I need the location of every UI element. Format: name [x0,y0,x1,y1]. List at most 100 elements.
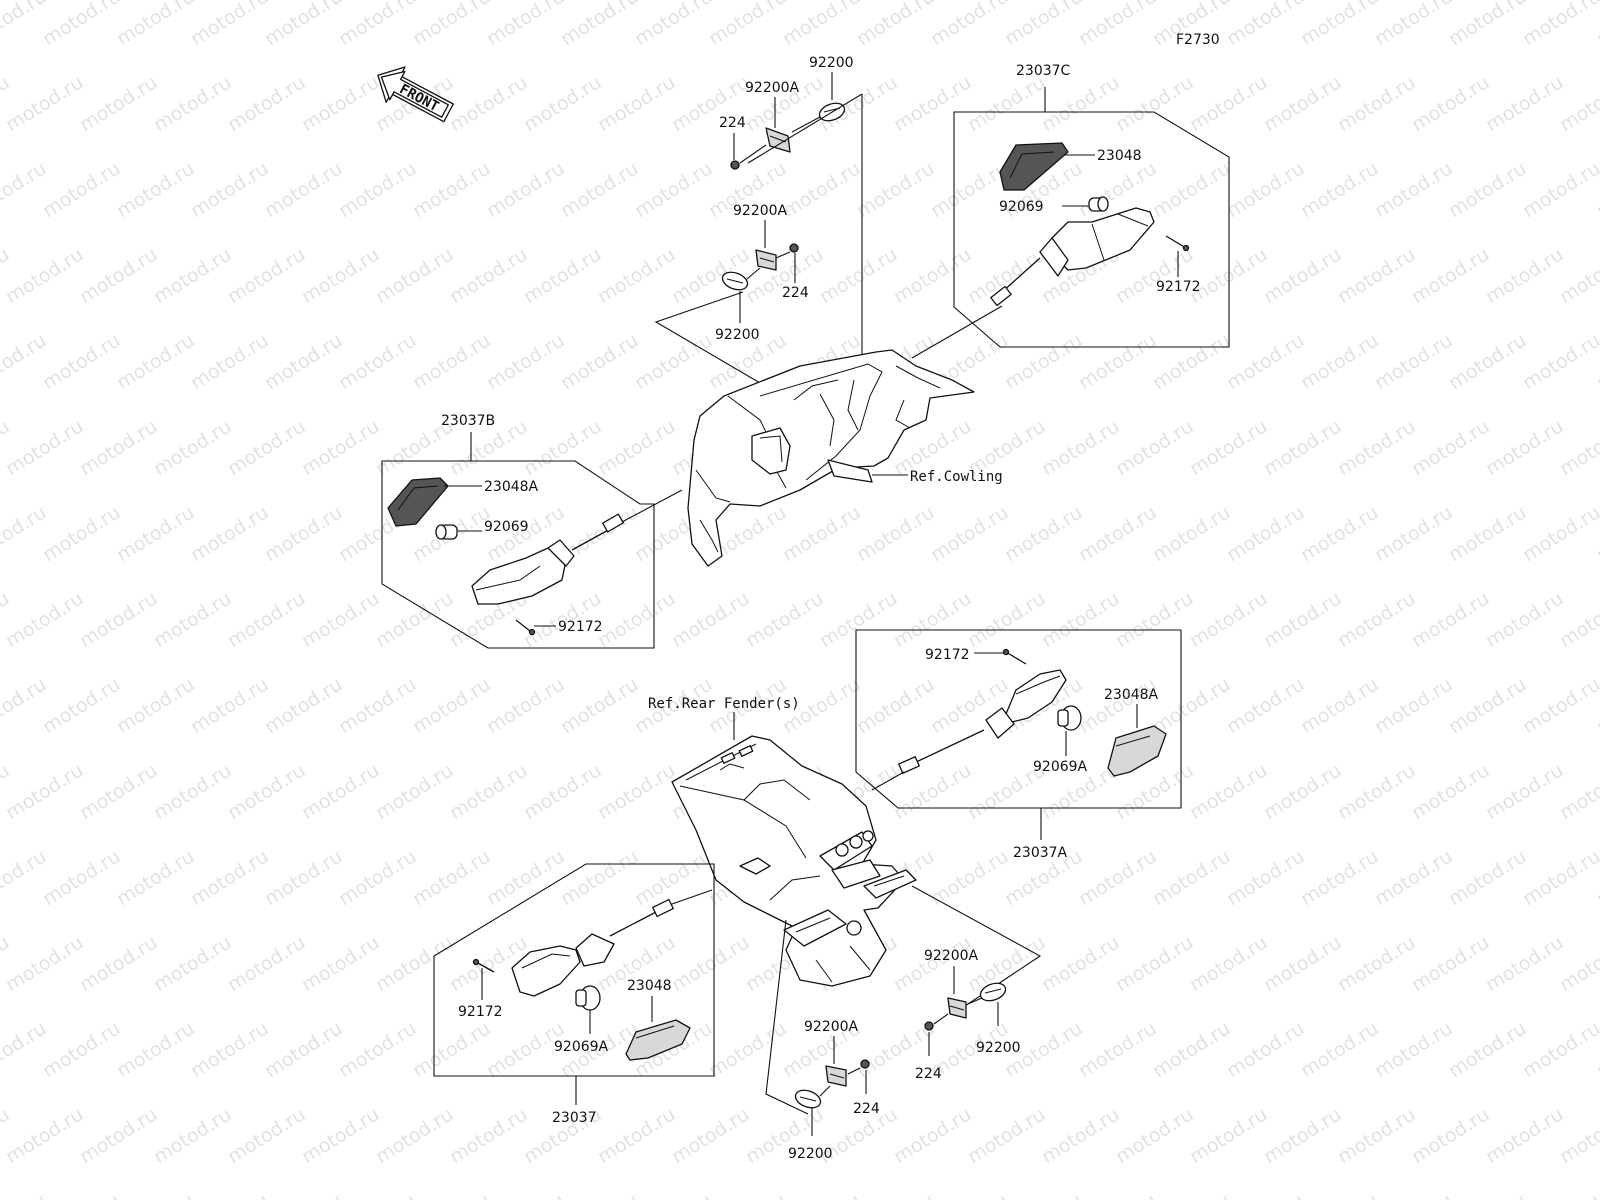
part-label-screw[interactable]: 92172 [558,619,603,635]
watermark-text: motod.ru [1260,243,1346,308]
nut-part[interactable] [924,1021,934,1031]
watermark-text: motod.ru [1408,931,1494,996]
part-label-assembly[interactable]: 23037A [1013,845,1068,861]
watermark-text: motod.ru [1038,931,1124,996]
watermark-text: motod.ru [372,759,458,824]
part-label-lens[interactable]: 23048 [1097,148,1142,164]
part-label-assembly[interactable]: 23037C [1016,63,1071,79]
part-label-grommet[interactable]: 92200 [809,55,854,71]
clip-part[interactable] [825,1065,847,1087]
watermark-text: motod.ru [1482,587,1568,652]
watermark-text: motod.ru [224,587,310,652]
watermark-text: motod.ru [335,0,421,50]
grommet-part[interactable] [793,1087,823,1111]
watermark-text: motod.ru [2,587,88,652]
part-label-nut[interactable]: 224 [915,1066,942,1082]
watermark-text: motod.ru [1149,1189,1235,1200]
watermark-text: motod.ru [1186,71,1272,136]
watermark-text: motod.ru [1297,1017,1383,1082]
bulb-part[interactable] [1057,705,1082,731]
watermark-text: motod.ru [76,931,162,996]
watermark-text: motod.ru [631,1189,717,1200]
part-label-lens[interactable]: 23048A [1104,687,1159,703]
nut-part[interactable] [730,160,740,170]
screw-part[interactable] [1165,235,1190,252]
part-label-bulb[interactable]: 92069A [554,1039,609,1055]
watermark-text: motod.ru [150,759,236,824]
watermark-text: motod.ru [113,845,199,910]
part-label-clip[interactable]: 92200A [804,1019,859,1035]
watermark-text: motod.ru [631,845,717,910]
clip-part[interactable] [947,997,967,1019]
watermark-text: motod.ru [2,931,88,996]
watermark-text: motod.ru [1001,501,1087,566]
watermark-text: motod.ru [1149,501,1235,566]
signal-housing[interactable] [511,898,674,997]
bulb-part[interactable] [1088,196,1109,212]
watermark-text: motod.ru [1186,759,1272,824]
watermark-text: motod.ru [1556,1103,1600,1168]
part-label-lens[interactable]: 23048A [484,479,539,495]
screw-part[interactable] [472,958,495,973]
watermark-text: motod.ru [631,157,717,222]
watermark-text: motod.ru [1482,931,1568,996]
part-label-screw[interactable]: 92172 [458,1004,503,1020]
part-label-grommet[interactable]: 92200 [976,1040,1021,1056]
watermark-text: motod.ru [2,71,88,136]
lens-part[interactable] [999,142,1069,191]
signal-housing[interactable] [990,207,1155,307]
grommet-part[interactable] [978,980,1008,1004]
part-label-clip[interactable]: 92200A [745,80,800,96]
bulb-part[interactable] [435,524,458,540]
part-label-assembly[interactable]: 23037 [552,1110,597,1126]
watermark-text: motod.ru [705,1189,791,1200]
part-label-nut[interactable]: 224 [782,285,809,301]
watermark-text: motod.ru [520,71,606,136]
group-frame [381,460,655,649]
bulb-part[interactable] [575,985,601,1011]
watermark-text: motod.ru [1519,1189,1600,1200]
screw-part[interactable] [1002,648,1027,665]
part-label-nut[interactable]: 224 [719,115,746,131]
nut-part[interactable] [860,1059,870,1069]
part-label-assembly[interactable]: 23037B [441,413,495,429]
part-label-clip[interactable]: 92200A [733,203,788,219]
watermark-text: motod.ru [409,157,495,222]
group-front-right-signal: 23037C 23048 92069 92172 [953,63,1230,348]
watermark-text: motod.ru [1408,71,1494,136]
part-label-screw[interactable]: 92172 [1156,279,1201,295]
clip-part[interactable] [755,249,777,271]
watermark-text: motod.ru [1260,759,1346,824]
part-label-screw[interactable]: 92172 [925,647,970,663]
watermark-text: motod.ru [1223,329,1309,394]
part-label-grommet[interactable]: 92200 [715,327,760,343]
watermark-text: motod.ru [261,329,347,394]
signal-housing[interactable] [471,513,624,605]
part-label-lens[interactable]: 23048 [627,978,672,994]
part-label-bulb[interactable]: 92069 [484,519,529,535]
part-label-nut[interactable]: 224 [853,1101,880,1117]
part-label-bulb[interactable]: 92069 [999,199,1044,215]
watermark-text: motod.ru [1223,673,1309,738]
part-label-clip[interactable]: 92200A [924,948,979,964]
lens-part[interactable] [625,1019,691,1061]
part-label-grommet[interactable]: 92200 [788,1146,833,1162]
watermark-text: motod.ru [1297,501,1383,566]
watermark-text: motod.ru [1334,587,1420,652]
nut-part[interactable] [789,243,799,253]
signal-housing[interactable] [898,669,1067,774]
watermark-text: motod.ru [483,1189,569,1200]
part-label-bulb[interactable]: 92069A [1033,759,1088,775]
lens-part[interactable] [387,477,449,527]
watermark-text: motod.ru [76,1103,162,1168]
watermark-text: motod.ru [483,0,569,50]
watermark-text: motod.ru [1297,0,1383,50]
screw-part[interactable] [515,619,536,636]
lens-part[interactable] [1107,725,1167,777]
watermark-text: motod.ru [0,157,50,222]
watermark-text: motod.ru [1075,329,1161,394]
cowling-reference [687,349,975,567]
watermark-text: motod.ru [1186,415,1272,480]
grommet-part[interactable] [720,269,750,293]
